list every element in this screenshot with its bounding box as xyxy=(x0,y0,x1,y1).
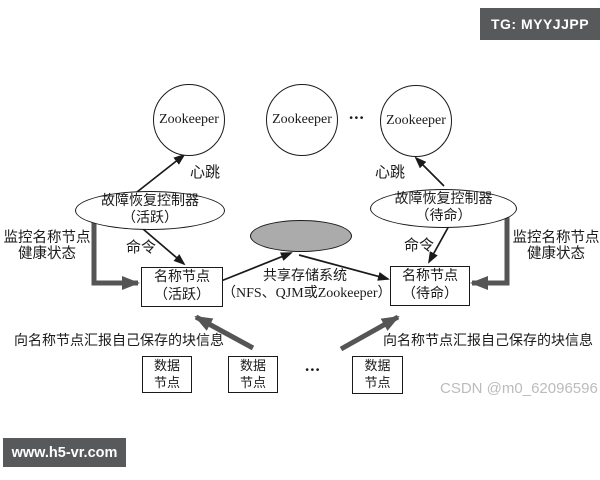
shared-storage-label: 共享存储系统 （NFS、QJM或Zookeeper） xyxy=(222,268,392,302)
command-label-right: 命令 xyxy=(404,238,435,254)
zookeeper-label: Zookeeper xyxy=(272,112,332,127)
tg-badge-text: TG: MYYJJPP xyxy=(490,16,590,32)
zookeeper-label: Zookeeper xyxy=(386,113,446,128)
heartbeat-label-left: 心跳 xyxy=(190,165,221,181)
namenode-state: （待命） xyxy=(402,287,458,302)
shared-storage-ellipse xyxy=(250,220,352,252)
heartbeat-arrow-left xyxy=(136,153,186,193)
heartbeat-label-right: 心跳 xyxy=(375,165,406,181)
zookeeper-label: Zookeeper xyxy=(159,112,219,127)
datanode-line1: 数据 xyxy=(239,357,266,373)
namenode-title: 名称节点 xyxy=(154,269,210,285)
shared-storage-subtitle: （NFS、QJM或Zookeeper） xyxy=(222,286,392,301)
failover-controller-standby: 故障恢复控制器 （待命） xyxy=(370,189,517,228)
tg-watermark-badge: TG: MYYJJPP xyxy=(480,8,600,40)
zookeeper-node-2: Zookeeper xyxy=(266,84,338,156)
namenode-standby: 名称节点 （待命） xyxy=(390,266,470,306)
monitor-health-text-right: 监控名称节点 健康状态 xyxy=(510,230,600,262)
monitor-line2: 健康状态 xyxy=(527,245,585,262)
datanode-1: 数据 节点 xyxy=(142,356,192,393)
failover-controller-title: 故障恢复控制器 xyxy=(394,191,493,207)
datanode-line1: 数据 xyxy=(153,357,180,373)
monitor-health-text-left: 监控名称节点 健康状态 xyxy=(0,230,94,262)
namenode-active: 名称节点 （活跃） xyxy=(141,267,223,307)
monitor-line-right xyxy=(486,216,510,286)
datanode-line2: 节点 xyxy=(364,375,391,390)
report-blocks-text-left: 向名称节点汇报自己保存的块信息 xyxy=(14,334,224,349)
site-watermark-badge: www.h5-vr.com xyxy=(3,438,126,467)
command-label-left: 命令 xyxy=(126,240,157,256)
shared-storage-title: 共享存储系统 xyxy=(263,269,347,284)
datanode-line2: 节点 xyxy=(153,374,180,390)
namenode-title: 名称节点 xyxy=(402,268,458,284)
failover-controller-title: 故障恢复控制器 xyxy=(101,193,199,209)
datanode-ellipsis: ... xyxy=(305,356,321,375)
csdn-watermark: CSDN @m0_62096596 xyxy=(440,380,598,397)
zookeeper-ellipsis: ... xyxy=(349,104,365,123)
site-badge-text: www.h5-vr.com xyxy=(11,444,118,461)
datanode-line1: 数据 xyxy=(364,358,391,374)
zookeeper-node-1: Zookeeper xyxy=(153,84,225,156)
failover-controller-active: 故障恢复控制器 （活跃） xyxy=(75,191,225,230)
datanode-line2: 节点 xyxy=(239,374,266,390)
zookeeper-node-3: Zookeeper xyxy=(380,85,452,157)
monitor-line1: 监控名称节点 xyxy=(512,230,600,246)
heartbeat-arrow-right xyxy=(414,156,445,187)
report-blocks-text-right: 向名称节点汇报自己保存的块信息 xyxy=(383,334,593,349)
monitor-line1: 监控名称节点 xyxy=(3,230,91,246)
failover-controller-state: （待命） xyxy=(415,208,472,224)
datanode-2: 数据 节点 xyxy=(228,356,278,393)
failover-controller-state: （活跃） xyxy=(122,210,178,226)
datanode-3: 数据 节点 xyxy=(352,356,403,394)
monitor-line-left xyxy=(91,221,124,286)
namenode-state: （活跃） xyxy=(154,288,210,303)
monitor-line2: 健康状态 xyxy=(18,245,76,262)
